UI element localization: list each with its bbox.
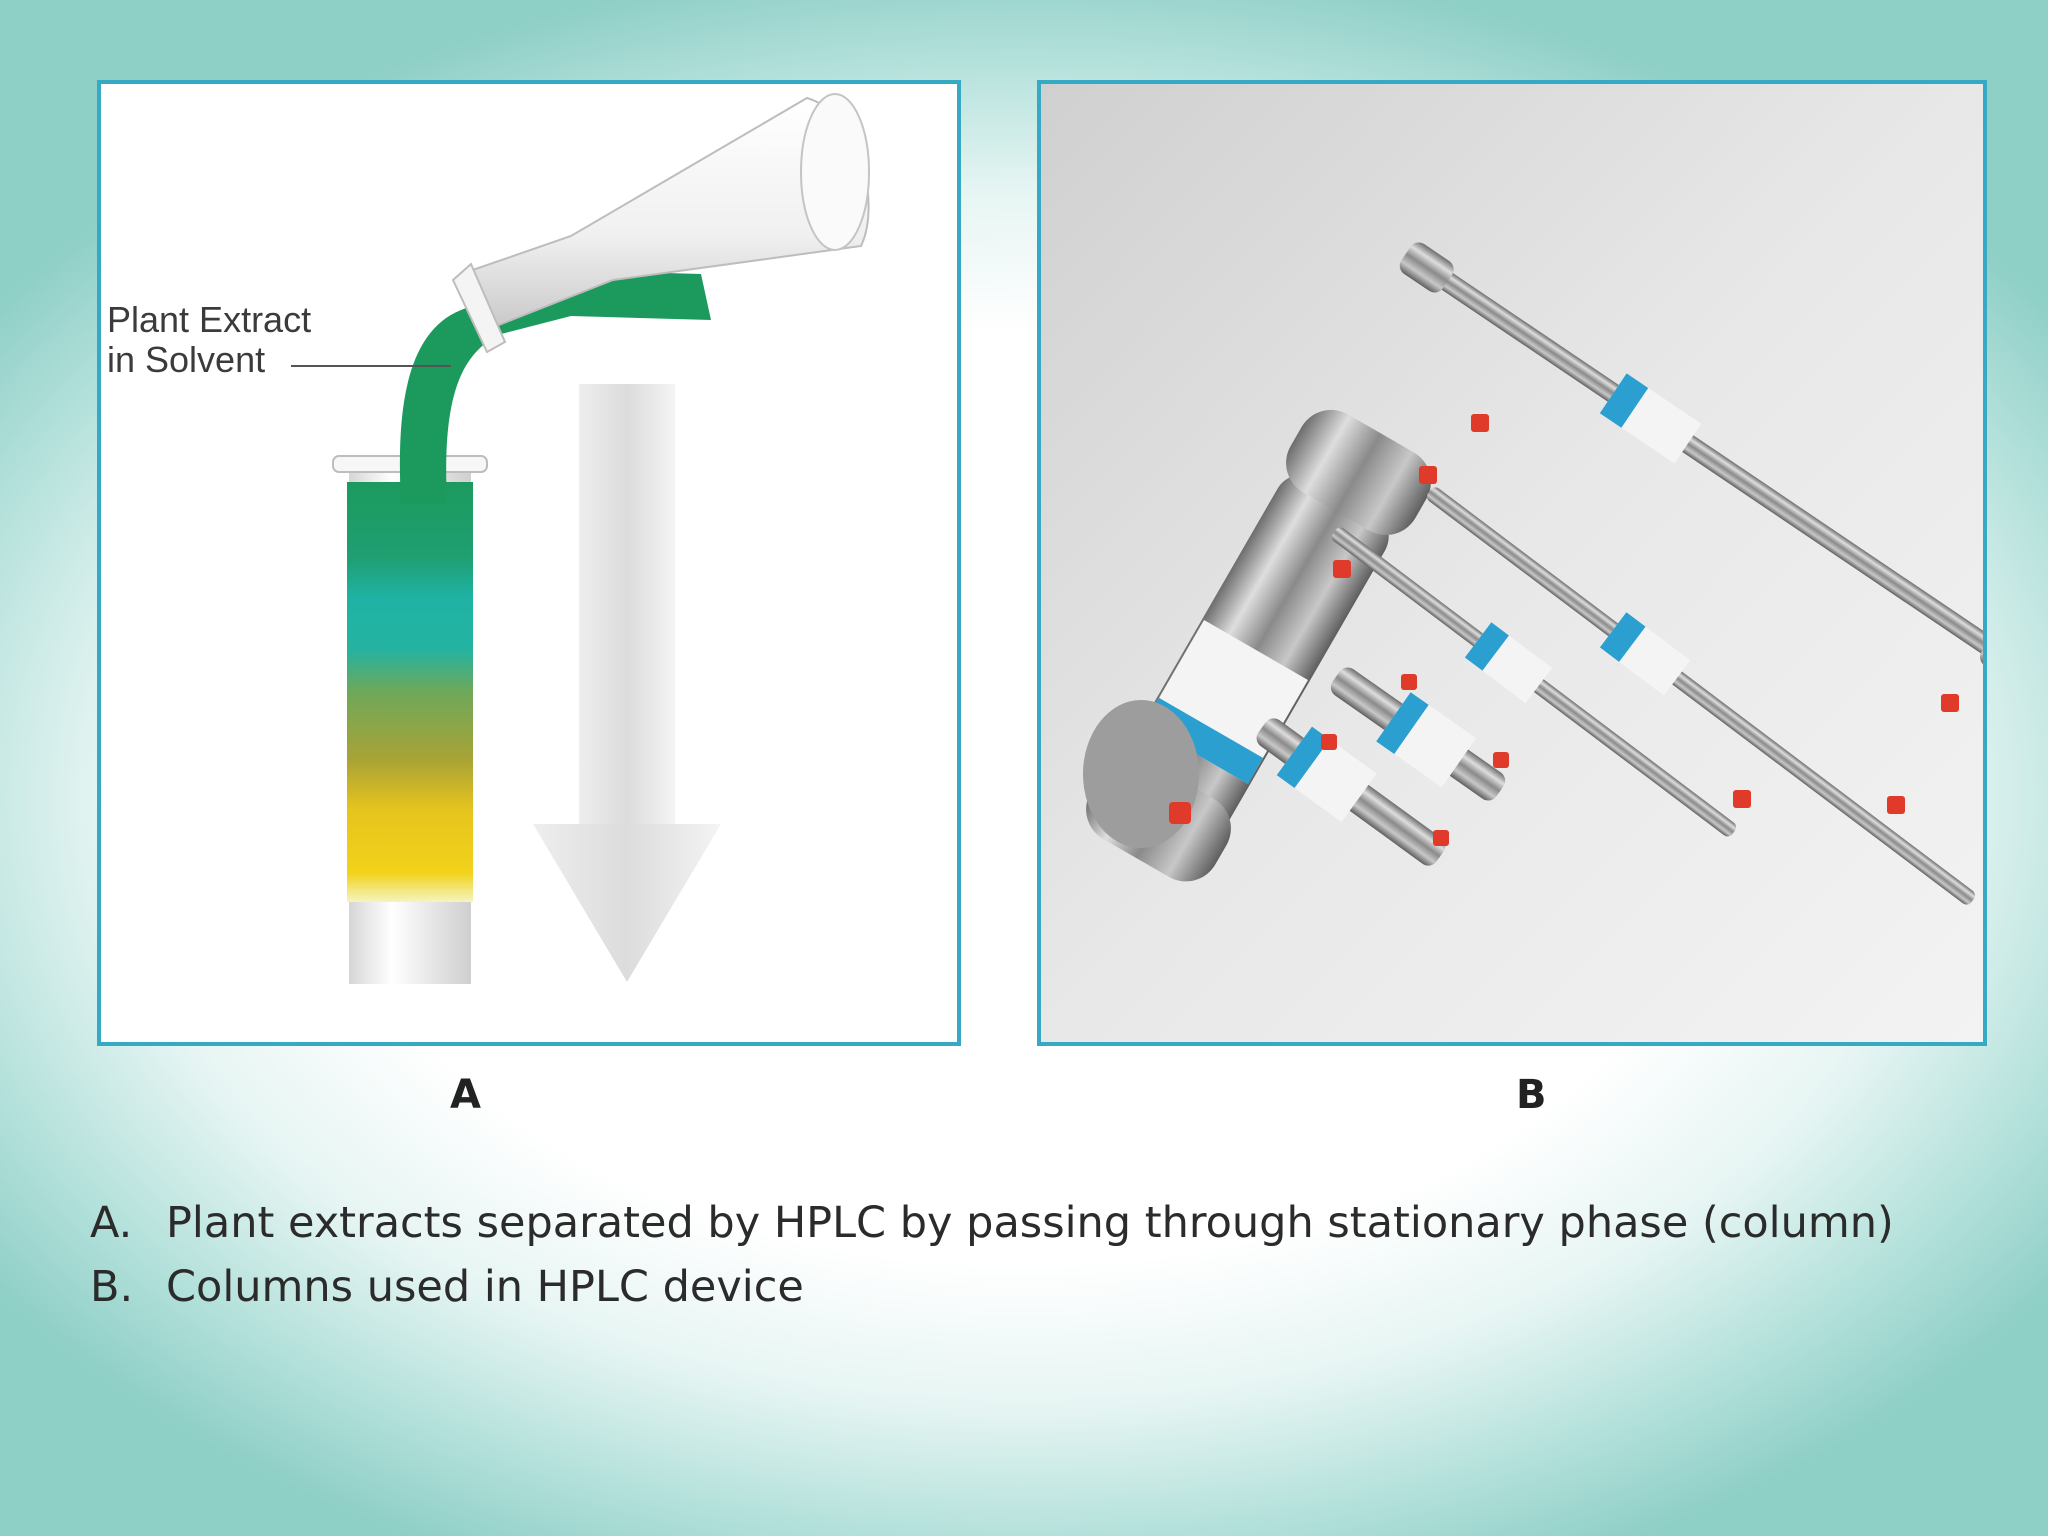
caption-item: B. Columns used in HPLC device (90, 1262, 1894, 1326)
cap-red-icon (1321, 734, 1337, 750)
cap-red-icon (1433, 830, 1449, 846)
cap-red-icon (1887, 796, 1905, 814)
caption-list: A. Plant extracts separated by HPLC by p… (90, 1198, 1894, 1326)
short-column-1 (1330, 667, 1506, 801)
callout-line-2: in Solvent (107, 339, 265, 380)
cap-red-icon (1733, 790, 1751, 808)
callout-line-1: Plant Extract (107, 299, 311, 340)
cap-red-icon (1493, 752, 1509, 768)
panel-a-letter: A (450, 1072, 481, 1118)
cap-red-icon (1471, 414, 1489, 432)
long-column-1 (1399, 242, 1983, 684)
panel-b-photo (1037, 80, 1987, 1046)
separation-bands (347, 482, 473, 902)
panel-b-letter: B (1516, 1072, 1547, 1118)
caption-key: A. (90, 1198, 133, 1248)
column-chromatography-illustration: Plant Extract in Solvent (107, 93, 870, 984)
medium-column (1331, 527, 1737, 837)
large-column-end-cap (1083, 700, 1199, 848)
caption-text: Columns used in HPLC device (166, 1262, 804, 1312)
caption-text: Plant extracts separated by HPLC by pass… (166, 1198, 1894, 1248)
caption-key: B. (90, 1262, 134, 1312)
cap-red-icon (1169, 802, 1191, 824)
long-column-2 (1427, 487, 1975, 905)
column-tube (332, 455, 488, 984)
pouring-flask (451, 93, 870, 354)
flow-direction-arrow-icon (533, 384, 721, 982)
cap-red-icon (1333, 560, 1351, 578)
cap-red-icon (1419, 466, 1437, 484)
cap-red-icon (1941, 694, 1959, 712)
cap-red-icon (1401, 674, 1417, 690)
caption-item: A. Plant extracts separated by HPLC by p… (90, 1198, 1894, 1262)
short-column-2 (1256, 718, 1446, 866)
hplc-columns-photo (1041, 84, 1983, 1042)
panel-a-illustration: Plant Extract in Solvent (97, 80, 961, 1046)
